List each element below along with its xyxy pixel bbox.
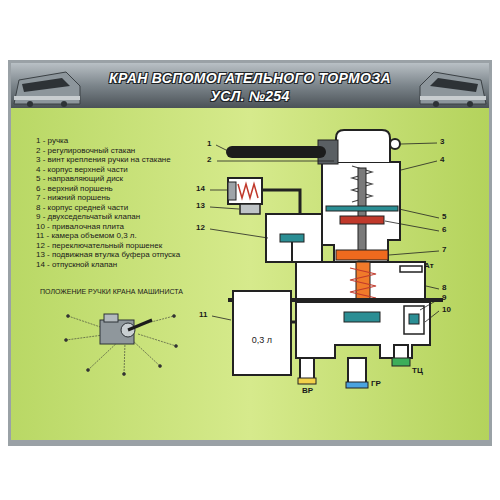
legend-entry: 8 - корпус средней части [36,204,128,213]
port-label: ВР [302,387,313,396]
callout-number: 14 [196,185,205,194]
legend-entry: 1 - ручка [36,137,68,146]
title-bar [11,63,489,108]
callout-number: 1 [207,140,211,149]
callout-number: 5 [442,213,446,222]
valve-section [226,130,443,388]
legend-entry: 5 - направляющий диск [36,175,123,184]
poster-frame [8,60,492,446]
callout-number: 4 [440,156,444,165]
poster-title: КРАН ВСПОМОГАТЕЛЬНОГО ТОРМОЗА УСЛ. №254 [95,69,405,105]
locomotive-image [14,72,80,107]
section-heading: ПОЛОЖЕНИЕ РУЧКИ КРАНА МАШИНИСТА [40,288,183,296]
callout-number: 8 [442,284,446,293]
handle-position-sketch [65,314,178,376]
callout-number: 6 [442,226,446,235]
legend-entry: 14 - отпускной клапан [36,261,117,270]
chamber-volume: 0,3 л [234,336,290,346]
poster-ground [11,108,489,440]
legend-entry: 2 - регулировочный стакан [36,147,135,156]
legend-entry: 7 - нижний поршень [36,194,110,203]
callout-number: 12 [196,224,205,233]
legend-entry: 12 - переключательный поршенек [36,242,162,251]
callout-number: 9 [442,294,446,303]
callout-number: 2 [207,156,211,165]
port-label: ТЦ [412,367,423,376]
legend-entry: 3 - винт крепления ручки на стакане [36,156,171,165]
legend-entry: 6 - верхний поршень [36,185,113,194]
callout-number: 13 [196,202,205,211]
port-label: Ат [424,262,434,271]
callout-number: 11 [199,311,207,320]
port-label: ГР [371,380,381,389]
legend-entry: 11 - камера объемом 0,3 л. [36,232,137,241]
volume-chamber: 0,3 л [232,290,292,376]
legend-entry: 9 - двухседельчатый клапан [36,213,140,222]
callout-number: 3 [440,138,444,147]
legend-entry: 4 - корпус верхней части [36,166,128,175]
locomotive-image [420,72,486,107]
callout-number: 7 [442,246,446,255]
legend-entry: 10 - привалочная плита [36,223,124,232]
callout-number: 10 [442,306,451,315]
legend-entry: 13 - подвижная втулка буфера отпуска [36,251,180,260]
